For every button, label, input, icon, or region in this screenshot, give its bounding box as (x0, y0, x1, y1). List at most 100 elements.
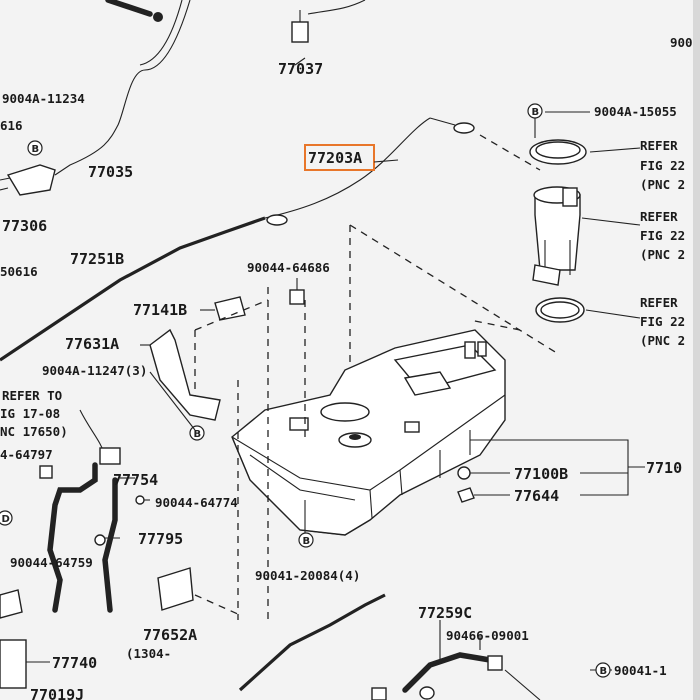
clip-90044-64686 (289, 289, 305, 305)
label-fig-1: FIG 22 (640, 158, 685, 173)
ref-b-marker: B (298, 532, 314, 548)
leader-77259c (439, 620, 481, 660)
label-77203a[interactable]: 77203A (308, 149, 362, 167)
label-9004a-15055: 9004A-15055 (594, 104, 677, 119)
clip-64774 (135, 495, 145, 505)
label-77035: 77035 (88, 163, 133, 181)
bracket-edge (0, 177, 11, 191)
leader-dash (479, 134, 541, 171)
line-77203a (264, 117, 431, 219)
connector-right (453, 122, 475, 134)
leader-77203a (373, 159, 399, 163)
label-fig-3: FIG 22 (640, 314, 685, 329)
label-9004-top: 9004 (670, 35, 700, 50)
label-77100b: 77100B (514, 465, 568, 483)
tank-pump-hole (320, 402, 370, 422)
pump-leaders (581, 147, 641, 319)
label-77740: 77740 (52, 654, 97, 672)
leader-dash-4 (469, 319, 521, 331)
strap-77631a (149, 328, 221, 421)
label-refer-2: REFER (640, 209, 678, 224)
tank-nipple2 (477, 341, 487, 357)
leader-11247 (149, 371, 196, 431)
connector (266, 214, 288, 226)
hose-77259c (402, 652, 493, 693)
label-pnc-3: (PNC 2 (640, 333, 685, 348)
label-pnc-1: (PNC 2 (640, 177, 685, 192)
label-77019j: 77019J (30, 686, 84, 700)
clip (153, 12, 163, 22)
hose-77795 (47, 462, 98, 613)
pump-connector (562, 187, 578, 207)
ref-b-marker: B (595, 662, 611, 678)
svg-text:B: B (194, 429, 202, 440)
label-7710: 7710 (646, 459, 682, 477)
bolt-leaders (470, 472, 510, 496)
label-90044-64686: 90044-64686 (247, 260, 330, 275)
dash-pad (194, 594, 241, 616)
group-bracket-77100 (470, 439, 645, 496)
label-77037: 77037 (278, 60, 323, 78)
label-fig-17-08: IG 17-08 (0, 406, 60, 421)
label-90466-09001: 90466-09001 (446, 628, 529, 643)
label-pnc-2: (PNC 2 (640, 247, 685, 262)
pipe-77251b (0, 216, 266, 362)
label-refer-1: REFER (640, 138, 678, 153)
line-77035 (54, 0, 191, 176)
label-77652a: 77652A (143, 626, 197, 644)
label-616: 616 (0, 118, 23, 133)
svg-text:B: B (303, 536, 311, 547)
label-90041-20084: 90041-20084(4) (255, 568, 360, 583)
label-77631a: 77631A (65, 335, 119, 353)
ref-d-marker: D (0, 510, 13, 526)
part-77037 (291, 21, 309, 43)
gasket-inner (540, 301, 580, 319)
label-refer-3: REFER (640, 295, 678, 310)
hose-77795b (102, 477, 118, 613)
line-77035b (139, 0, 183, 66)
ref-b-marker: B (189, 425, 205, 441)
label-90044-64759: 90044-64759 (10, 555, 93, 570)
nut-77644 (457, 487, 475, 503)
label-1304: (1304- (126, 646, 171, 661)
leader-dash-3 (349, 224, 561, 356)
label-90044-64774: 90044-64774 (155, 495, 238, 510)
tank-tab (289, 417, 309, 431)
label-77141b: 77141B (133, 301, 187, 319)
label-77259c: 77259C (418, 604, 472, 622)
pad-77652a (157, 567, 194, 611)
label-pnc-17650: NC 17650) (0, 424, 68, 439)
clip-bottom (371, 687, 387, 700)
label-9004a-11234: 9004A-11234 (2, 91, 85, 106)
svg-text:B: B (532, 107, 540, 118)
label-77754: 77754 (113, 471, 158, 489)
label-refer-to: REFER TO (2, 388, 62, 403)
tank-recess (403, 371, 452, 396)
tank-tab2 (404, 421, 420, 433)
line-end (429, 117, 456, 126)
hose-top (105, 0, 153, 17)
pump-bracket (532, 264, 561, 286)
label-77644: 77644 (514, 487, 559, 505)
svg-text:B: B (600, 666, 608, 677)
canister-tube (0, 589, 23, 619)
clip-464797 (39, 465, 53, 479)
bolt-77100b (457, 466, 471, 480)
dash-d1 (194, 299, 269, 331)
ref-b-marker: B (27, 140, 43, 156)
grommet-bottom (419, 686, 435, 700)
tank-ribs (249, 430, 471, 519)
label-90041-right: 90041-1 (614, 663, 667, 678)
svg-text:B: B (32, 144, 40, 155)
right-edge (693, 0, 700, 700)
bottom-line (504, 669, 541, 700)
label-77795: 77795 (138, 530, 183, 548)
clip-90466 (487, 655, 503, 671)
svg-text:D: D (2, 514, 10, 525)
tank-nipple (464, 341, 476, 359)
ref-b-marker: B (527, 103, 543, 119)
label-9004a-11247: 9004A-11247(3) (42, 363, 147, 378)
tank-filler-cap (349, 434, 361, 440)
